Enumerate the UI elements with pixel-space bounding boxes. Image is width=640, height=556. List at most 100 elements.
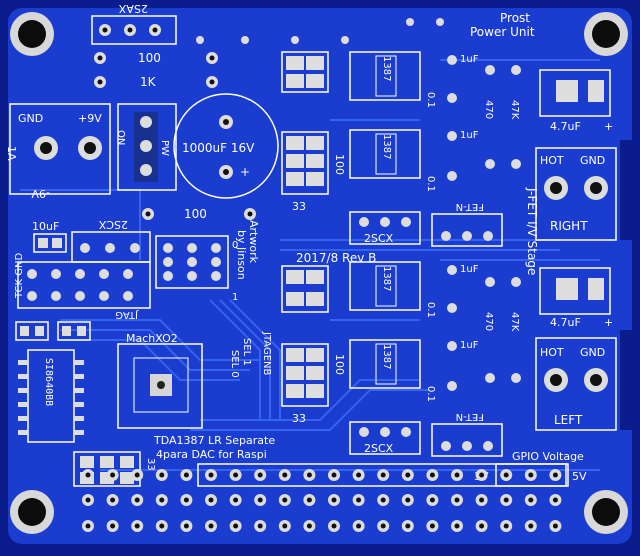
label-minus9v: -9V bbox=[31, 187, 50, 200]
label-gnd-left: GND bbox=[580, 346, 605, 359]
gpio-pin-hole bbox=[479, 523, 485, 529]
label-1uf-lower-b: 1uF bbox=[460, 340, 479, 351]
gpio-pin-hole bbox=[257, 472, 263, 478]
label-gnd-right: GND bbox=[580, 154, 605, 167]
gpio-pin-hole bbox=[183, 523, 189, 529]
label-jumper-1: 1 bbox=[232, 292, 238, 303]
label-1a: 1A bbox=[5, 146, 18, 161]
label-fetn-lower: FET-N bbox=[456, 411, 484, 422]
gpio-pin-hole bbox=[380, 497, 386, 503]
label-on: ON bbox=[115, 130, 126, 145]
label-by-jinson: by Jinson bbox=[235, 230, 248, 280]
gpio-pin-hole bbox=[528, 472, 534, 478]
label-jfet: J-FET I/V Stage bbox=[525, 187, 539, 275]
label-100-mid: 100 bbox=[184, 207, 207, 221]
jumper-array: 0 1 bbox=[155, 235, 238, 303]
gpio-pin-hole bbox=[503, 497, 509, 503]
label-tda-line1: TDA1387 LR Separate bbox=[153, 434, 275, 447]
gpio-pin-hole bbox=[356, 497, 362, 503]
label-fetn-upper: FET-N bbox=[456, 201, 484, 212]
title-line-2: Power Unit bbox=[470, 25, 535, 39]
label-tck-gnd: TCK GND bbox=[14, 253, 25, 299]
cap-10uf: 10uF bbox=[32, 220, 67, 253]
gpio-pin-hole bbox=[405, 497, 411, 503]
label-jumper-0: 0 bbox=[232, 240, 238, 251]
gpio-pin-hole bbox=[306, 472, 312, 478]
gpio-pin-hole bbox=[528, 497, 534, 503]
gpio-pin-hole bbox=[233, 497, 239, 503]
power-switch: ON PW bbox=[115, 103, 177, 191]
gpio-pin-rows bbox=[82, 469, 562, 532]
diode-row-top bbox=[196, 18, 444, 44]
mounting-holes bbox=[10, 12, 628, 534]
gpio-pin-hole bbox=[454, 472, 460, 478]
gpio-pin-hole bbox=[282, 523, 288, 529]
label-1387-lower-b: 1387 bbox=[381, 344, 392, 369]
label-hot-right: HOT bbox=[540, 154, 564, 167]
resistor-100-top: 100 bbox=[94, 51, 218, 65]
label-470-lower: 470 bbox=[483, 312, 494, 331]
label-machxo2: MachXO2 bbox=[126, 332, 178, 345]
label-plus9v: +9V bbox=[78, 112, 102, 125]
header-block: TCK GND bbox=[14, 253, 151, 309]
gpio-pin-hole bbox=[110, 472, 116, 478]
gpio-pin-hole bbox=[429, 523, 435, 529]
resistor-100-mid: 100 bbox=[142, 207, 256, 221]
label-10uf: 10uF bbox=[32, 220, 59, 233]
gpio-pin-hole bbox=[356, 523, 362, 529]
label-47uf-upper: 4.7uF bbox=[550, 120, 581, 133]
label-100-lower: 100 bbox=[333, 354, 346, 375]
gpio-pin-hole bbox=[380, 472, 386, 478]
gpio-pin-hole bbox=[85, 497, 91, 503]
gpio-pin-hole bbox=[356, 472, 362, 478]
gpio-pin-hole bbox=[233, 472, 239, 478]
gpio-pin-hole bbox=[528, 523, 534, 529]
gpio-pin-hole bbox=[208, 523, 214, 529]
edge-cutout-right-1 bbox=[620, 140, 640, 240]
transistor-2sax: 2SAX bbox=[91, 2, 177, 45]
gpio-pin-hole bbox=[380, 523, 386, 529]
gpio-pin-hole bbox=[282, 472, 288, 478]
gpio-pin-hole bbox=[479, 472, 485, 478]
label-1k: 1K bbox=[140, 75, 157, 89]
resistor-1k: 1K bbox=[94, 75, 218, 89]
gpio-pin-hole bbox=[552, 472, 558, 478]
label-01-upper-b: 0.1 bbox=[425, 176, 436, 192]
label-plus-lower: + bbox=[604, 316, 613, 329]
label-2sax-top: 2SAX bbox=[118, 2, 148, 15]
gpio-pin-hole bbox=[159, 523, 165, 529]
resistor-array-33-bottom: 33 bbox=[73, 451, 156, 487]
label-01-upper-a: 0.1 bbox=[425, 92, 436, 108]
label-jtag: JTAG bbox=[115, 309, 139, 320]
gpio-pin-hole bbox=[159, 497, 165, 503]
label-rev: 2017/8 Rev B bbox=[296, 251, 376, 265]
label-33-bottom: 33 bbox=[145, 458, 156, 471]
label-100-upper: 100 bbox=[333, 154, 346, 175]
gpio-pin-hole bbox=[257, 523, 263, 529]
label-33-lower: 33 bbox=[292, 412, 306, 425]
gpio-pin-hole bbox=[306, 497, 312, 503]
gpio-pin-hole bbox=[110, 523, 116, 529]
channel-lower: 33 100 1387 1387 0.1 0.1 2SCX FET-N 1uF … bbox=[281, 261, 617, 457]
label-sel1: SEL 1 bbox=[241, 338, 252, 366]
label-100-top: 100 bbox=[138, 51, 161, 65]
gpio-pin-hole bbox=[429, 497, 435, 503]
gpio-pin-hole bbox=[552, 523, 558, 529]
gpio-pin-hole bbox=[183, 497, 189, 503]
gpio-pin-hole bbox=[503, 472, 509, 478]
power-terminal: GND +9V 1A -9V bbox=[5, 103, 111, 200]
gpio-pin-hole bbox=[134, 497, 140, 503]
label-hot-left: HOT bbox=[540, 346, 564, 359]
label-tda-line2: 4para DAC for Raspi bbox=[156, 448, 267, 461]
label-5v: 5V bbox=[572, 470, 587, 483]
capacitor-1000uf: 1000uF 16V + bbox=[173, 93, 279, 199]
gpio-pin-hole bbox=[183, 472, 189, 478]
gpio-pin-hole bbox=[233, 523, 239, 529]
label-1000uf: 1000uF 16V bbox=[182, 141, 255, 155]
label-1uf-lower-a: 1uF bbox=[460, 264, 479, 275]
label-1uf-upper-b: 1uF bbox=[460, 130, 479, 141]
gpio-pin-hole bbox=[85, 523, 91, 529]
gpio-pin-hole bbox=[208, 472, 214, 478]
